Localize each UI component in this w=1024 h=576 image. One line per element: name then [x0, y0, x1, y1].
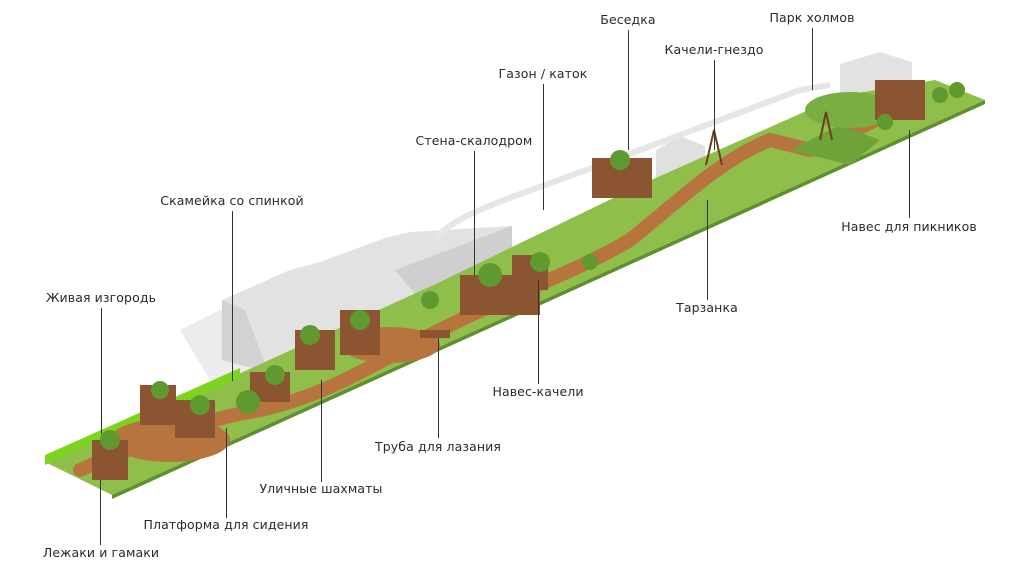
label-lawn: Газон / каток	[498, 66, 588, 81]
leader-line	[474, 151, 475, 275]
label-loungers: Лежаки и гамаки	[42, 545, 160, 560]
leader-line	[812, 28, 813, 90]
leader-line	[538, 280, 539, 384]
leader-line	[543, 84, 544, 210]
label-climbing-wall: Стена-скалодром	[415, 133, 533, 148]
leader-line	[714, 60, 715, 150]
label-platform: Платформа для сидения	[143, 517, 309, 532]
leader-line	[909, 130, 910, 218]
leader-line	[321, 380, 322, 482]
building-face	[222, 300, 268, 372]
label-swing-canopy: Навес-качели	[492, 384, 584, 399]
label-picnic: Навес для пикников	[841, 219, 977, 234]
label-tube: Труба для лазания	[375, 439, 501, 454]
leader-line	[628, 30, 629, 150]
leader-line	[707, 200, 708, 300]
greenery	[100, 82, 965, 450]
hill-park	[790, 125, 880, 165]
label-hedge: Живая изгородь	[45, 290, 157, 305]
label-besedka: Беседка	[600, 12, 656, 27]
label-park: Парк холмов	[769, 10, 855, 25]
leader-line	[226, 428, 227, 518]
label-bench: Скамейка со спинкой	[160, 193, 304, 208]
label-chess: Уличные шахматы	[259, 481, 383, 496]
leader-line	[438, 338, 439, 438]
climbing-wall-structure	[395, 226, 512, 300]
label-swing-nest: Качели-гнездо	[664, 42, 764, 57]
leader-line	[232, 211, 233, 381]
ground-edge	[112, 100, 985, 499]
leader-line	[100, 480, 101, 545]
leader-line	[101, 308, 102, 434]
label-tarzan: Тарзанка	[676, 300, 738, 315]
